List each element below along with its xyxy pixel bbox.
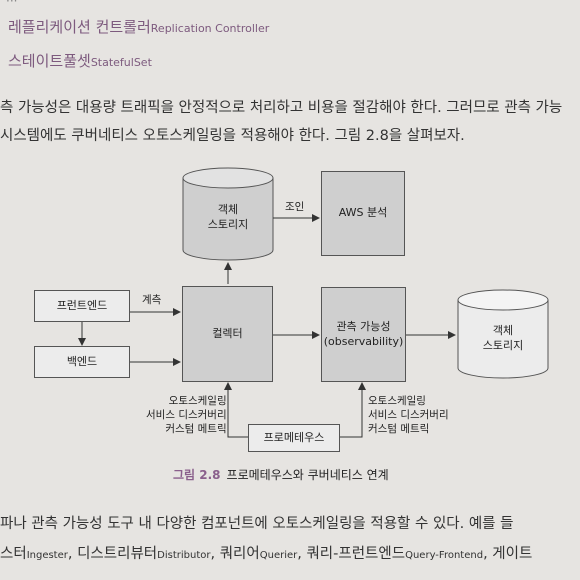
label-measure: 계측 (142, 294, 162, 306)
cylinder-object-storage-top (182, 167, 274, 261)
text-part: , 디스트리뷰터 (67, 546, 158, 562)
caption-text: 프로메테우스와 쿠버네티스 연계 (226, 468, 389, 482)
cylinder-object-storage-right (457, 289, 549, 379)
bullet-ko: 레플리케이션 컨트롤러 (8, 18, 151, 36)
text-sub: Ingester (26, 550, 68, 561)
box-prometheus: 프로메테우스 (248, 424, 340, 452)
diagram-lines (78, 167, 549, 438)
bullet-en: Replication Controller (150, 22, 270, 35)
text-part: , 게이트 (483, 546, 533, 562)
box-label: 프로메테우스 (263, 430, 325, 444)
cropped-top-text: ··· (6, 0, 18, 8)
box-aws-analysis: AWS 분석 (321, 171, 405, 256)
text-part: 스터 (0, 546, 27, 562)
intro-line-1: 측 가능성은 대용량 트래픽을 안정적으로 처리하고 비용을 절감해야 한다. … (0, 100, 563, 116)
after-line-1: 파나 관측 가능성 도구 내 다양한 컴포넌트에 오토스케일링을 적용할 수 있… (0, 516, 514, 532)
storage-line-2: 스토리지 (482, 338, 524, 352)
label-line: 커스텀 메트릭 (165, 423, 227, 436)
storage-line-1: 객체 (217, 203, 239, 216)
box-label: 백엔드 (66, 354, 98, 368)
box-label: 프런트엔드 (56, 298, 108, 312)
box-collector: 컬렉터 (182, 286, 273, 382)
label-join: 조인 (285, 201, 305, 213)
observability-line-2: (observability) (323, 334, 404, 348)
label-line: 커스텀 메트릭 (368, 423, 430, 436)
label-line: 서비스 디스커버리 (146, 409, 227, 422)
box-label: 컬렉터 (212, 326, 243, 340)
caption-number: 그림 2.8 (173, 468, 221, 482)
bullet-ko: 스테이트풀셋 (8, 52, 91, 70)
box-label: 관측 가능성(observability) (324, 320, 404, 350)
observability-line-1: 관측 가능성 (336, 319, 391, 333)
arrow-prometheus-to-observability (340, 382, 366, 438)
label-line: 서비스 디스커버리 (368, 409, 449, 422)
text-sub: Distributor (157, 550, 211, 561)
bullet-replication-controller: 레플리케이션 컨트롤러Replication Controller (8, 16, 269, 37)
storage-line-2: 스토리지 (207, 217, 249, 231)
diagram: AWS 분석 프런트엔드 백엔드 컬렉터 관측 가능성(observabilit… (34, 167, 549, 452)
bullet-en: StatefulSet (90, 56, 152, 69)
box-backend: 백엔드 (34, 346, 130, 378)
box-frontend: 프런트엔드 (34, 290, 130, 322)
text-sub: Query-Frontend (405, 550, 484, 561)
figure-caption: 그림 2.8 프로메테우스와 쿠버네티스 연계 (173, 466, 389, 483)
text-sub: Querier (259, 550, 298, 561)
box-label: AWS 분석 (338, 206, 388, 220)
intro-line-2: 시스템에도 쿠버네티스 오토스케일링을 적용해야 한다. 그림 2.8을 살펴보… (0, 128, 465, 144)
label-line: 오토스케일링 (368, 395, 426, 407)
after-line-2: 스터Ingester, 디스트리뷰터Distributor, 쿼리어Querie… (0, 542, 532, 563)
storage-line-1: 객체 (492, 324, 514, 337)
arrow-prometheus-to-collector (224, 382, 248, 438)
text-part: , 쿼리어 (210, 546, 260, 562)
label-line: 오토스케일링 (168, 395, 227, 407)
bullet-statefulset: 스테이트풀셋StatefulSet (8, 50, 152, 71)
text-part: , 쿼리-프런트엔드 (297, 546, 406, 562)
box-observability: 관측 가능성(observability) (321, 287, 406, 382)
